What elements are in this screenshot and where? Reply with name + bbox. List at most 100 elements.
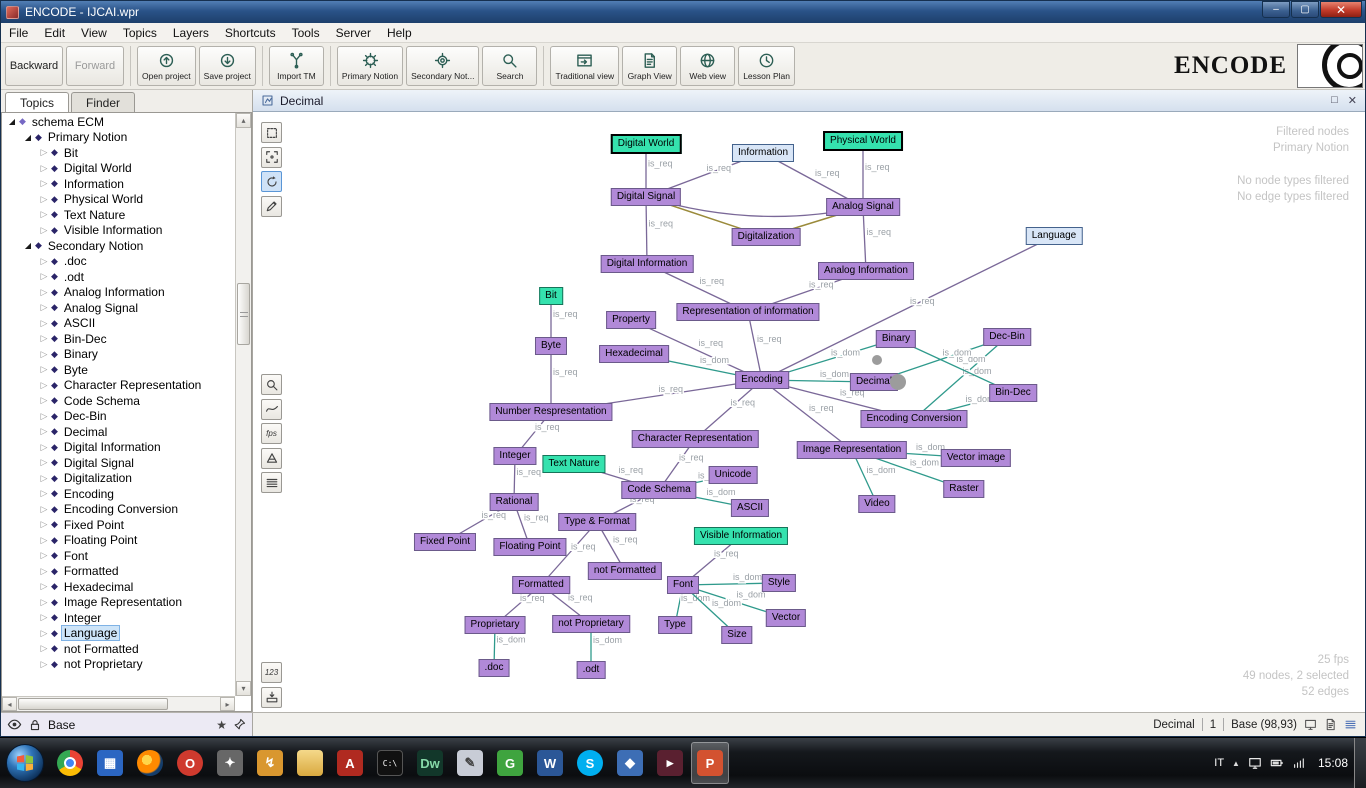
panel-close-icon[interactable]: ✕ xyxy=(1348,94,1357,107)
layers-tool[interactable] xyxy=(261,472,282,493)
tree-item-byte[interactable]: ▷◆Byte xyxy=(2,362,235,378)
collapsed-arrow-icon[interactable]: ▷ xyxy=(38,612,50,623)
toolbar-search-button[interactable]: Search xyxy=(482,46,537,86)
taskbar-writer-icon[interactable]: W xyxy=(531,742,569,784)
visibility-eye-icon[interactable] xyxy=(7,717,22,732)
graph-node-doc[interactable]: .doc xyxy=(479,659,510,677)
menu-topics[interactable]: Topics xyxy=(115,24,165,42)
collapsed-arrow-icon[interactable]: ▷ xyxy=(38,519,50,530)
collapsed-arrow-icon[interactable]: ▷ xyxy=(38,581,50,592)
graph-node-rational[interactable]: Rational xyxy=(490,493,539,511)
graph-node-fixed-point[interactable]: Fixed Point xyxy=(414,533,476,551)
status-display-icon[interactable] xyxy=(1304,718,1317,731)
graph-node-digital-signal[interactable]: Digital Signal xyxy=(611,188,681,206)
toolbar-lesson-plan-button[interactable]: Lesson Plan xyxy=(738,46,795,86)
taskbar-virtualbox-icon[interactable]: ◆ xyxy=(611,742,649,784)
tab-topics[interactable]: Topics xyxy=(5,92,69,112)
toolbar-secondary-not-button[interactable]: Secondary Not... xyxy=(406,46,479,86)
scroll-left-arrow[interactable]: ◂ xyxy=(2,697,17,711)
graph-node-physical-world[interactable]: Physical World xyxy=(823,131,903,151)
tree-item-bit[interactable]: ▷◆Bit xyxy=(2,145,235,161)
graph-node-analog-information[interactable]: Analog Information xyxy=(818,262,914,280)
tree-item-ascii[interactable]: ▷◆ASCII xyxy=(2,316,235,332)
curve-tool[interactable] xyxy=(261,399,282,420)
graph-node-raster[interactable]: Raster xyxy=(943,480,984,498)
taskbar-firefox-icon[interactable] xyxy=(131,742,169,784)
graph-node-digital-information[interactable]: Digital Information xyxy=(601,255,694,273)
maximize-button[interactable]: ▢ xyxy=(1291,1,1319,18)
tab-finder[interactable]: Finder xyxy=(71,92,135,112)
tree-item-information[interactable]: ▷◆Information xyxy=(2,176,235,192)
tree-item-schema-ecm[interactable]: ◢◆schema ECM xyxy=(2,114,235,130)
language-indicator[interactable]: IT xyxy=(1214,757,1224,769)
toolbar-import-tm-button[interactable]: Import TM xyxy=(269,46,324,86)
tray-expand-arrow[interactable]: ▲ xyxy=(1232,759,1240,768)
horizontal-scrollbar-thumb[interactable] xyxy=(18,698,168,710)
toolbar-web-view-button[interactable]: Web view xyxy=(680,46,735,86)
toolbar-save-project-button[interactable]: Save project xyxy=(199,46,256,86)
collapsed-arrow-icon[interactable]: ▷ xyxy=(38,287,50,298)
collapsed-arrow-icon[interactable]: ▷ xyxy=(38,659,50,670)
selection-handle[interactable] xyxy=(872,355,882,365)
taskbar-pdf-reader-icon[interactable]: A xyxy=(331,742,369,784)
graph-node-odt[interactable]: .odt xyxy=(577,661,606,679)
graph-node-language[interactable]: Language xyxy=(1026,227,1083,245)
collapsed-arrow-icon[interactable]: ▷ xyxy=(38,504,50,515)
collapsed-arrow-icon[interactable]: ▷ xyxy=(38,473,50,484)
tree-item-digital-world[interactable]: ▷◆Digital World xyxy=(2,161,235,177)
graph-node-proprietary[interactable]: Proprietary xyxy=(465,616,526,634)
star-icon[interactable]: ★ xyxy=(216,718,227,732)
collapsed-arrow-icon[interactable]: ▷ xyxy=(38,550,50,561)
status-document-icon[interactable] xyxy=(1324,718,1337,731)
scroll-up-arrow[interactable]: ▴ xyxy=(236,113,251,128)
graph-node-digital-world[interactable]: Digital World xyxy=(611,134,682,154)
tree-item-code-schema[interactable]: ▷◆Code Schema xyxy=(2,393,235,409)
collapsed-arrow-icon[interactable]: ▷ xyxy=(38,426,50,437)
tree-item-binary[interactable]: ▷◆Binary xyxy=(2,347,235,363)
battery-tray-icon[interactable] xyxy=(1270,756,1284,770)
graph-node-font[interactable]: Font xyxy=(667,576,699,594)
pin-icon[interactable] xyxy=(233,718,246,731)
graph-node-unicode[interactable]: Unicode xyxy=(709,466,758,484)
collapsed-arrow-icon[interactable]: ▷ xyxy=(38,225,50,236)
scroll-down-arrow[interactable]: ▾ xyxy=(236,681,251,696)
tree-vertical-scrollbar[interactable]: ▴ ▾ xyxy=(235,113,251,696)
graph-node-binary[interactable]: Binary xyxy=(876,330,916,348)
collapsed-arrow-icon[interactable]: ▷ xyxy=(38,628,50,639)
panel-maximize-icon[interactable]: □ xyxy=(1331,94,1338,107)
display-tray-icon[interactable] xyxy=(1248,756,1262,770)
collapsed-arrow-icon[interactable]: ▷ xyxy=(38,318,50,329)
graph-node-character-representation[interactable]: Character Representation xyxy=(632,430,759,448)
taskbar-app-grid-icon[interactable]: ▦ xyxy=(91,742,129,784)
graph-node-hexadecimal[interactable]: Hexadecimal xyxy=(599,345,669,363)
graph-node-representation-of-information[interactable]: Representation of information xyxy=(676,303,819,321)
menu-shortcuts[interactable]: Shortcuts xyxy=(217,24,284,42)
lock-icon[interactable] xyxy=(28,718,42,732)
tree-item-analog-signal[interactable]: ▷◆Analog Signal xyxy=(2,300,235,316)
collapsed-arrow-icon[interactable]: ▷ xyxy=(38,411,50,422)
graph-node-text-nature[interactable]: Text Nature xyxy=(542,455,605,473)
graph-node-vector-image[interactable]: Vector image xyxy=(941,449,1011,467)
scroll-right-arrow[interactable]: ▸ xyxy=(220,697,235,711)
collapsed-arrow-icon[interactable]: ▷ xyxy=(38,349,50,360)
graph-node-formatted[interactable]: Formatted xyxy=(512,576,570,594)
tree-item-doc[interactable]: ▷◆.doc xyxy=(2,254,235,270)
fit-view-tool[interactable] xyxy=(261,147,282,168)
minimize-button[interactable]: – xyxy=(1262,1,1290,18)
menu-file[interactable]: File xyxy=(1,24,36,42)
close-button[interactable]: ✕ xyxy=(1320,1,1362,18)
expanded-arrow-icon[interactable]: ◢ xyxy=(22,133,34,142)
graph-node-bit[interactable]: Bit xyxy=(539,287,563,305)
tree-item-not-proprietary[interactable]: ▷◆not Proprietary xyxy=(2,657,235,673)
graph-node-bin-dec[interactable]: Bin-Dec xyxy=(989,384,1037,402)
collapsed-arrow-icon[interactable]: ▷ xyxy=(38,333,50,344)
graph-node-type-format[interactable]: Type & Format xyxy=(558,513,636,531)
graph-node-floating-point[interactable]: Floating Point xyxy=(493,538,566,556)
backward-button[interactable]: Backward xyxy=(5,46,63,86)
tree-item-image-representation[interactable]: ▷◆Image Representation xyxy=(2,595,235,611)
collapsed-arrow-icon[interactable]: ▷ xyxy=(38,178,50,189)
vertical-scrollbar-thumb[interactable] xyxy=(237,283,250,345)
graph-node-ascii[interactable]: ASCII xyxy=(731,499,769,517)
collapsed-arrow-icon[interactable]: ▷ xyxy=(38,209,50,220)
graph-node-analog-signal[interactable]: Analog Signal xyxy=(826,198,900,216)
